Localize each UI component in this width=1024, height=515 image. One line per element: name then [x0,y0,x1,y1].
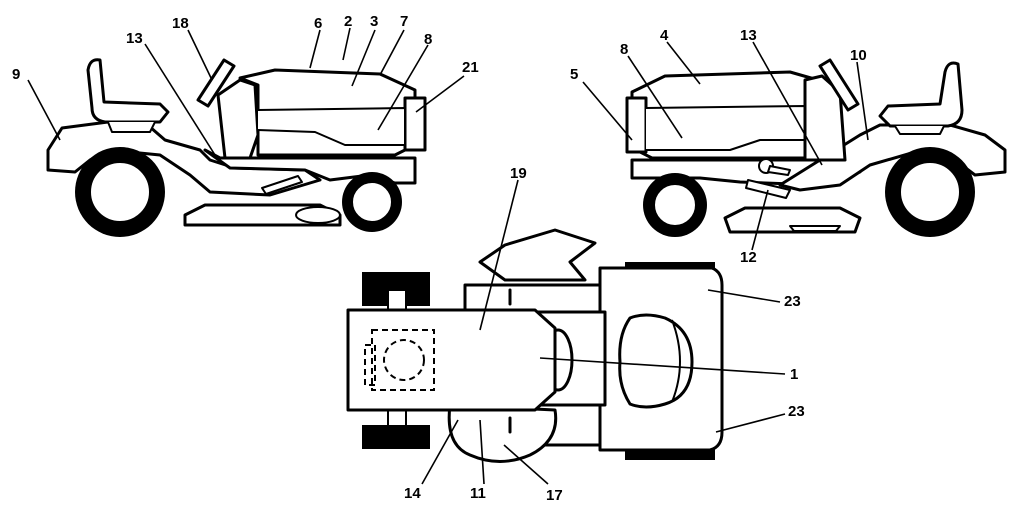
seat-back-line-top [671,319,681,403]
callout-5: 5 [570,66,578,83]
callout-19: 19 [510,165,527,182]
leader-17 [503,444,549,485]
callout-10: 10 [850,47,867,64]
seat-base-left [107,121,156,133]
callout-12: 12 [740,249,757,266]
callout-13-left: 13 [126,30,143,47]
callout-2: 2 [344,13,352,30]
grille-left [403,96,427,152]
hood-side-panel-left [257,107,406,146]
steering-wheel-left [196,58,236,108]
tractor-top-view [346,228,724,463]
leader-9 [27,79,61,141]
leader-2 [342,27,351,61]
leader-5 [582,81,633,141]
leader-23-bottom [715,413,786,433]
callout-8-left: 8 [424,31,432,48]
leader-7 [379,29,405,76]
leader-18 [187,29,213,81]
callout-4: 4 [660,27,669,44]
tractor-right-side-view [625,58,1007,237]
tractor-left-side-view [46,58,427,237]
rear-hub-right [899,161,961,223]
steering-wheel-right [818,58,860,112]
deck-discharge-left [295,206,341,224]
leader-8-left [377,44,429,131]
lift-lever-right [767,165,791,176]
engine-outline-top [371,329,435,391]
callout-23-top: 23 [784,293,801,310]
leader-13-right [752,41,823,166]
callout-8-right: 8 [620,41,628,58]
footrest-left [261,175,303,195]
hood-side-panel-right [645,105,806,151]
leader-1 [539,357,786,375]
footrest-right [745,179,791,199]
leader-14 [421,419,459,485]
leader-8-right [627,55,683,139]
leader-12 [751,189,769,251]
callout-18: 18 [172,15,189,32]
front-hub-right [653,183,697,227]
leader-21 [415,75,465,113]
hood-top [346,308,557,412]
leader-11 [479,419,485,485]
leader-10 [856,61,869,141]
rear-hub-left [89,161,151,223]
callout-3: 3 [370,13,378,30]
leader-3 [351,29,376,87]
dash-console-right [803,74,847,162]
callout-6: 6 [314,15,322,32]
seat-base-right [894,125,945,135]
callout-14: 14 [404,485,421,502]
front-axle-stub-upper [387,289,407,311]
front-tire-top-lower [362,425,430,449]
callout-7: 7 [400,13,408,30]
leader-6 [309,29,321,69]
leader-23-top [707,289,781,303]
seat-left [86,58,170,124]
leader-lines [27,27,869,485]
engine-block-top [364,344,376,386]
grille-right [625,96,648,154]
discharge-chute-top [478,228,597,282]
front-tire-top-upper [362,272,430,292]
leader-13-left [144,43,216,156]
seat-top [618,313,694,409]
callout-1: 1 [790,366,798,383]
callout-labels: 9 13 18 6 2 3 7 8 21 5 8 4 13 10 12 19 2… [12,13,867,504]
seat-right [878,61,964,128]
engine-flywheel-top [383,339,425,381]
callout-17: 17 [546,487,563,504]
mower-deck-top [447,403,558,463]
leader-4 [666,41,701,85]
callout-13-right: 13 [740,27,757,44]
dash-console-left [216,78,260,160]
front-hub-left [351,181,393,223]
callout-21: 21 [462,59,479,76]
callout-23-bottom: 23 [788,403,805,420]
callout-9: 9 [12,66,20,83]
callout-11: 11 [470,485,486,502]
deck-chute-right [789,225,841,232]
leader-19 [479,179,519,331]
